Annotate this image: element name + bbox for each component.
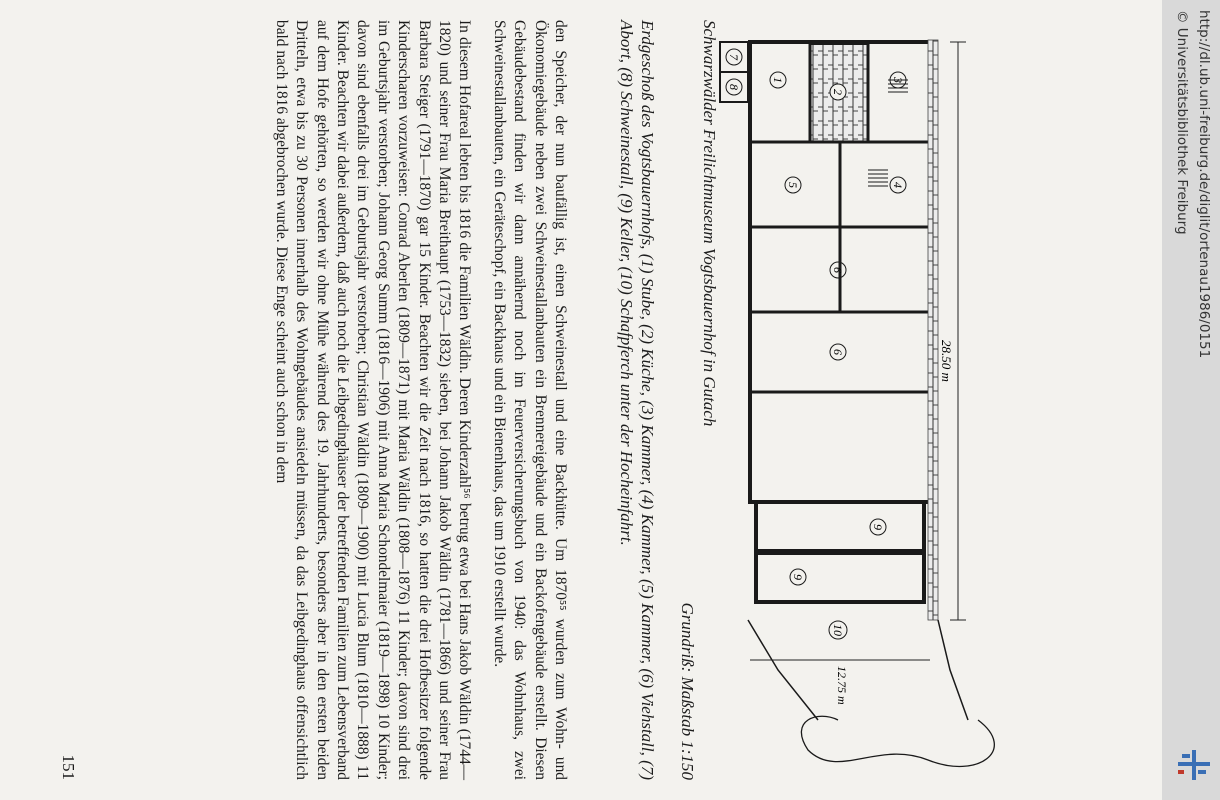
room-label-6b: 6 bbox=[831, 349, 845, 355]
body-text: den Speicher, der nun baufällig ist, ein… bbox=[270, 20, 570, 780]
room-label-2: 2 bbox=[831, 89, 845, 95]
source-url[interactable]: http://dl.ub.uni-freiburg.de/diglit/orte… bbox=[1196, 10, 1212, 359]
side-strip-text: http://dl.ub.uni-freiburg.de/diglit/orte… bbox=[1162, 10, 1220, 790]
floor-plan-drawing: 28.50 m bbox=[719, 39, 995, 768]
ramp bbox=[747, 619, 969, 721]
library-logo-icon bbox=[1178, 750, 1210, 780]
scanned-page: 28.50 m bbox=[0, 0, 1162, 800]
page-number: 151 bbox=[59, 754, 78, 781]
room-label-7: 7 bbox=[727, 54, 741, 61]
room-label-6a: 6 bbox=[831, 267, 845, 273]
side-strip: http://dl.ub.uni-freiburg.de/diglit/orte… bbox=[1162, 0, 1220, 800]
hillside bbox=[800, 715, 995, 768]
rotated-page-content: 28.50 m bbox=[38, 20, 1138, 780]
room-label-3: 3 bbox=[891, 76, 905, 83]
figure-scale: Grundriß: Maßstab 1:150 bbox=[678, 602, 697, 780]
floor-plan: 28.50 m bbox=[706, 20, 1138, 780]
room-label-8: 8 bbox=[727, 84, 741, 90]
room-label-1: 1 bbox=[771, 77, 785, 83]
dimension-width-label: 12.75 m bbox=[835, 666, 849, 705]
room-label-10: 10 bbox=[831, 624, 845, 636]
library-credit: © Universitätsbibliothek Freiburg bbox=[1174, 10, 1190, 235]
foundation-edge bbox=[927, 39, 939, 621]
dimension-length-label: 28.50 m bbox=[939, 340, 954, 382]
room-label-9a: 9 bbox=[871, 524, 885, 530]
paragraph-2: In diesem Hofareal lebten bis 1816 die F… bbox=[272, 20, 474, 780]
room-label-9b: 9 bbox=[791, 574, 805, 580]
figure-title: Schwarzwälder Freilichtmuseum Vogtsbauer… bbox=[700, 20, 719, 427]
paragraph-1: den Speicher, der nun baufällig ist, ein… bbox=[490, 20, 569, 780]
room-label-4: 4 bbox=[891, 182, 905, 188]
figure-legend: Erdgeschoß des Vogtsbauernhofs, (1) Stub… bbox=[617, 20, 657, 780]
room-label-5: 5 bbox=[786, 182, 800, 188]
